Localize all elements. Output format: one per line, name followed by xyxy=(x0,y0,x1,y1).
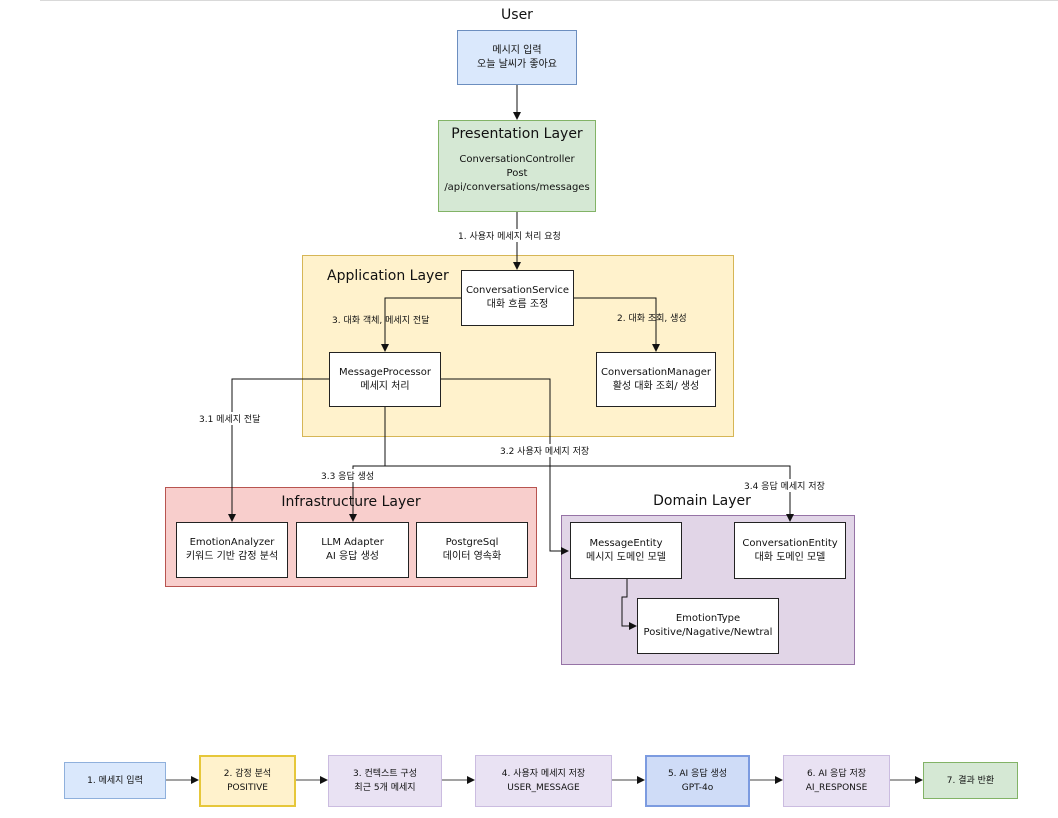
conversation-service-name: ConversationService xyxy=(465,285,570,296)
postgresql-name: PostgreSql xyxy=(445,537,499,548)
arrow-processor-to-message-entity xyxy=(441,378,569,555)
user-box-line2: 오늘 날씨가 좋아요 xyxy=(477,58,557,70)
user-box-line1: 메시지 입력 xyxy=(492,44,542,56)
flow-step-3: 3. 컨텍스트 구성 최근 5개 메세지 xyxy=(328,755,442,807)
user-title: User xyxy=(501,7,533,23)
flow-step-6: 6. AI 응답 저장 AI_RESPONSE xyxy=(783,755,890,807)
presentation-controller: ConversationController xyxy=(459,154,575,165)
arrow-service-to-processor xyxy=(381,297,461,352)
message-entity-desc: 메시지 도메인 모델 xyxy=(586,551,666,563)
emotion-type-box: EmotionType Positive/Nagative/Newtral xyxy=(637,598,779,654)
emotion-type-values: Positive/Nagative/Newtral xyxy=(643,627,773,638)
application-layer-title: Application Layer xyxy=(327,268,449,284)
flow-step-5: 5. AI 응답 생성 GPT-4o xyxy=(645,755,750,807)
flow-step-1: 1. 메세지 입력 xyxy=(64,762,166,799)
arrow-processor-to-llm xyxy=(349,407,386,522)
arrow-processor-to-conversation-entity xyxy=(385,465,794,522)
flow-step-3-detail: 최근 5개 메세지 xyxy=(354,783,416,793)
flow-step-5-title: 5. AI 응답 생성 xyxy=(667,769,728,779)
conversation-entity-desc: 대화 도메인 모델 xyxy=(754,551,826,563)
conversation-manager-box: ConversationManager 활성 대화 조회/ 생성 xyxy=(596,352,716,407)
label-save-response: 3.4 응답 메세지 저장 xyxy=(744,479,825,492)
presentation-title: Presentation Layer xyxy=(451,126,583,142)
arrow-processor-to-emotion xyxy=(228,378,329,522)
flow-step-1-title: 1. 메세지 입력 xyxy=(87,775,143,786)
presentation-method: Post xyxy=(506,168,528,179)
flow-step-5-detail: GPT-4o xyxy=(681,783,714,793)
label-generate-response: 3.3 응답 생성 xyxy=(321,469,375,482)
label-save-user-message: 3.2 사용자 메세지 저장 xyxy=(500,444,590,457)
conversation-entity-box: ConversationEntity 대화 도메인 모델 xyxy=(734,522,846,579)
top-divider xyxy=(40,0,1058,1)
arrow-message-entity-to-emotion-type xyxy=(621,579,637,630)
arrow-service-to-manager xyxy=(574,297,660,352)
flow-step-7: 7. 결과 반환 xyxy=(923,762,1018,799)
emotion-analyzer-name: EmotionAnalyzer xyxy=(189,537,275,548)
flow-step-2-detail: POSITIVE xyxy=(227,783,268,793)
message-entity-box: MessageEntity 메시지 도메인 모델 xyxy=(570,522,682,579)
domain-layer-title: Domain Layer xyxy=(653,493,751,509)
flow-step-7-title: 7. 결과 반환 xyxy=(946,775,995,786)
flow-step-4-detail: USER_MESSAGE xyxy=(507,783,580,793)
presentation-layer: Presentation Layer ConversationControlle… xyxy=(438,120,596,212)
flow-step-4-title: 4. 사용자 메세지 저장 xyxy=(501,769,586,779)
flow-step-6-detail: AI_RESPONSE xyxy=(805,783,868,793)
flow-step-2-title: 2. 감정 분석 xyxy=(223,769,272,779)
flow-step-4: 4. 사용자 메세지 저장 USER_MESSAGE xyxy=(475,755,612,807)
infrastructure-layer-title: Infrastructure Layer xyxy=(281,494,421,510)
label-emotion-pass: 3.1 메세지 전달 xyxy=(199,412,261,425)
postgresql-desc: 데이터 영속화 xyxy=(442,551,502,562)
message-processor-desc: 메세지 처리 xyxy=(360,380,410,392)
message-entity-name: MessageEntity xyxy=(589,537,663,549)
llm-adapter-desc: AI 응답 생성 xyxy=(326,551,379,562)
conversation-manager-desc: 활성 대화 조회/ 생성 xyxy=(612,380,700,392)
conversation-service-desc: 대화 흐름 조정 xyxy=(486,299,549,310)
message-processor-name: MessageProcessor xyxy=(339,366,431,378)
message-processor-box: MessageProcessor 메세지 처리 xyxy=(329,352,441,407)
flow-step-2: 2. 감정 분석 POSITIVE xyxy=(199,755,296,807)
conversation-manager-name: ConversationManager xyxy=(601,366,711,378)
label-user-request: 1. 사용자 메세지 처리 요청 xyxy=(458,229,561,242)
presentation-endpoint: /api/conversations/messages xyxy=(444,182,590,193)
user-input-box: 메시지 입력 오늘 날씨가 좋아요 xyxy=(457,30,577,85)
emotion-type-name: EmotionType xyxy=(675,613,741,624)
emotion-analyzer-desc: 키워드 기반 감정 분석 xyxy=(185,551,279,562)
label-pass-message: 3. 대화 객체, 메세지 전달 xyxy=(332,316,430,326)
postgresql-box: PostgreSql 데이터 영속화 xyxy=(416,522,528,578)
conversation-service-box: ConversationService 대화 흐름 조정 xyxy=(461,270,574,326)
llm-adapter-box: LLM Adapter AI 응답 생성 xyxy=(296,522,409,578)
flow-step-6-title: 6. AI 응답 저장 xyxy=(806,769,867,779)
emotion-analyzer-box: EmotionAnalyzer 키워드 기반 감정 분석 xyxy=(176,522,288,578)
flow-step-3-title: 3. 컨텍스트 구성 xyxy=(353,769,417,779)
label-lookup-conversation: 2. 대화 조회, 생성 xyxy=(617,314,687,324)
conversation-entity-name: ConversationEntity xyxy=(742,537,838,549)
llm-adapter-name: LLM Adapter xyxy=(321,537,384,548)
